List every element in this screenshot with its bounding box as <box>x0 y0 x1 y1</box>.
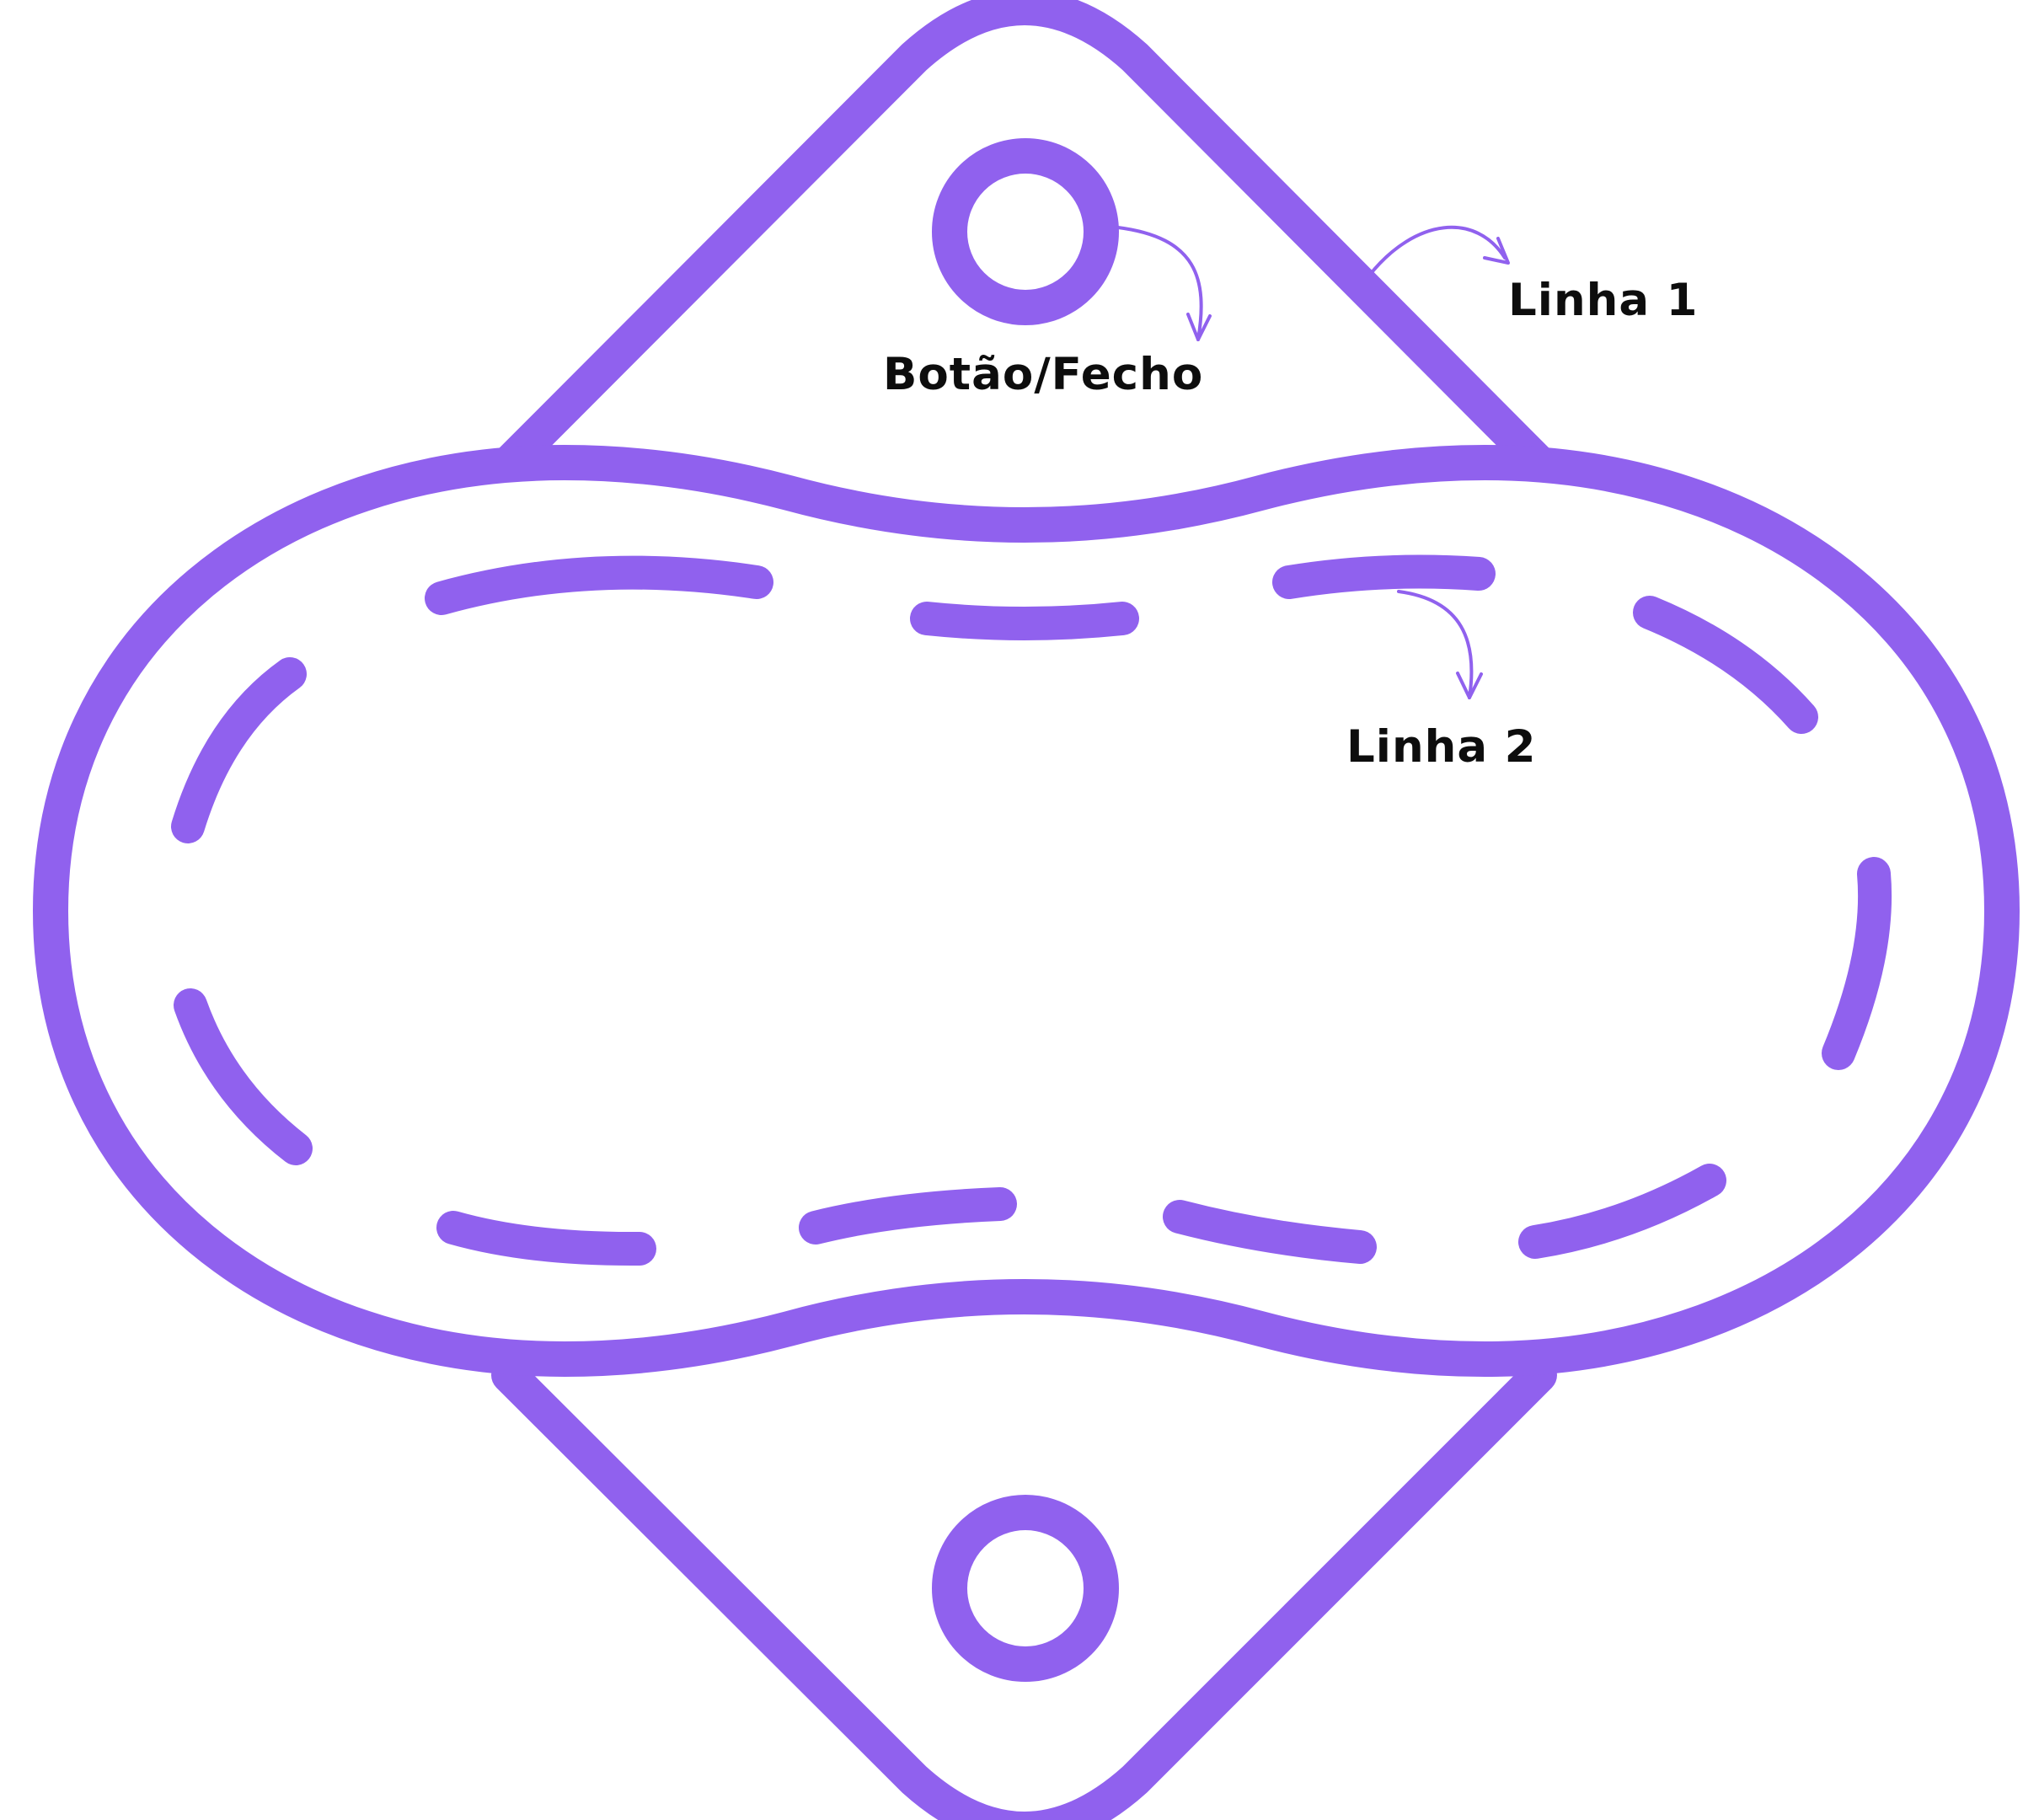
pad-outline <box>51 463 2002 1359</box>
stitch-dash <box>927 618 1122 624</box>
bottom-wing <box>509 1375 1539 1820</box>
stitch-dash <box>1838 874 1875 1053</box>
stitch-dash <box>188 674 290 827</box>
line-1-pointer-arrow <box>1369 228 1508 276</box>
line-1-label: Linha 1 <box>1508 278 1699 323</box>
line-2-label: Linha 2 <box>1346 725 1537 769</box>
stitch-dash <box>1180 1217 1360 1247</box>
top-snap-button <box>950 156 1101 308</box>
stitch-dash <box>453 1228 640 1249</box>
stitch-dash <box>1289 572 1479 582</box>
button-pointer-arrow <box>1118 228 1210 340</box>
stitch-dash <box>1650 613 1801 717</box>
stitch-dash <box>442 573 757 598</box>
stitch-dash <box>816 1204 1000 1228</box>
stitch-dash <box>190 1005 296 1148</box>
button-closure-label: Botão/Fecho <box>883 352 1203 397</box>
bottom-snap-button <box>950 1512 1101 1664</box>
line-2-pointer-arrow <box>1399 592 1481 698</box>
stitch-dash <box>1535 1180 1710 1242</box>
inner-stitch-line <box>188 572 1875 1249</box>
